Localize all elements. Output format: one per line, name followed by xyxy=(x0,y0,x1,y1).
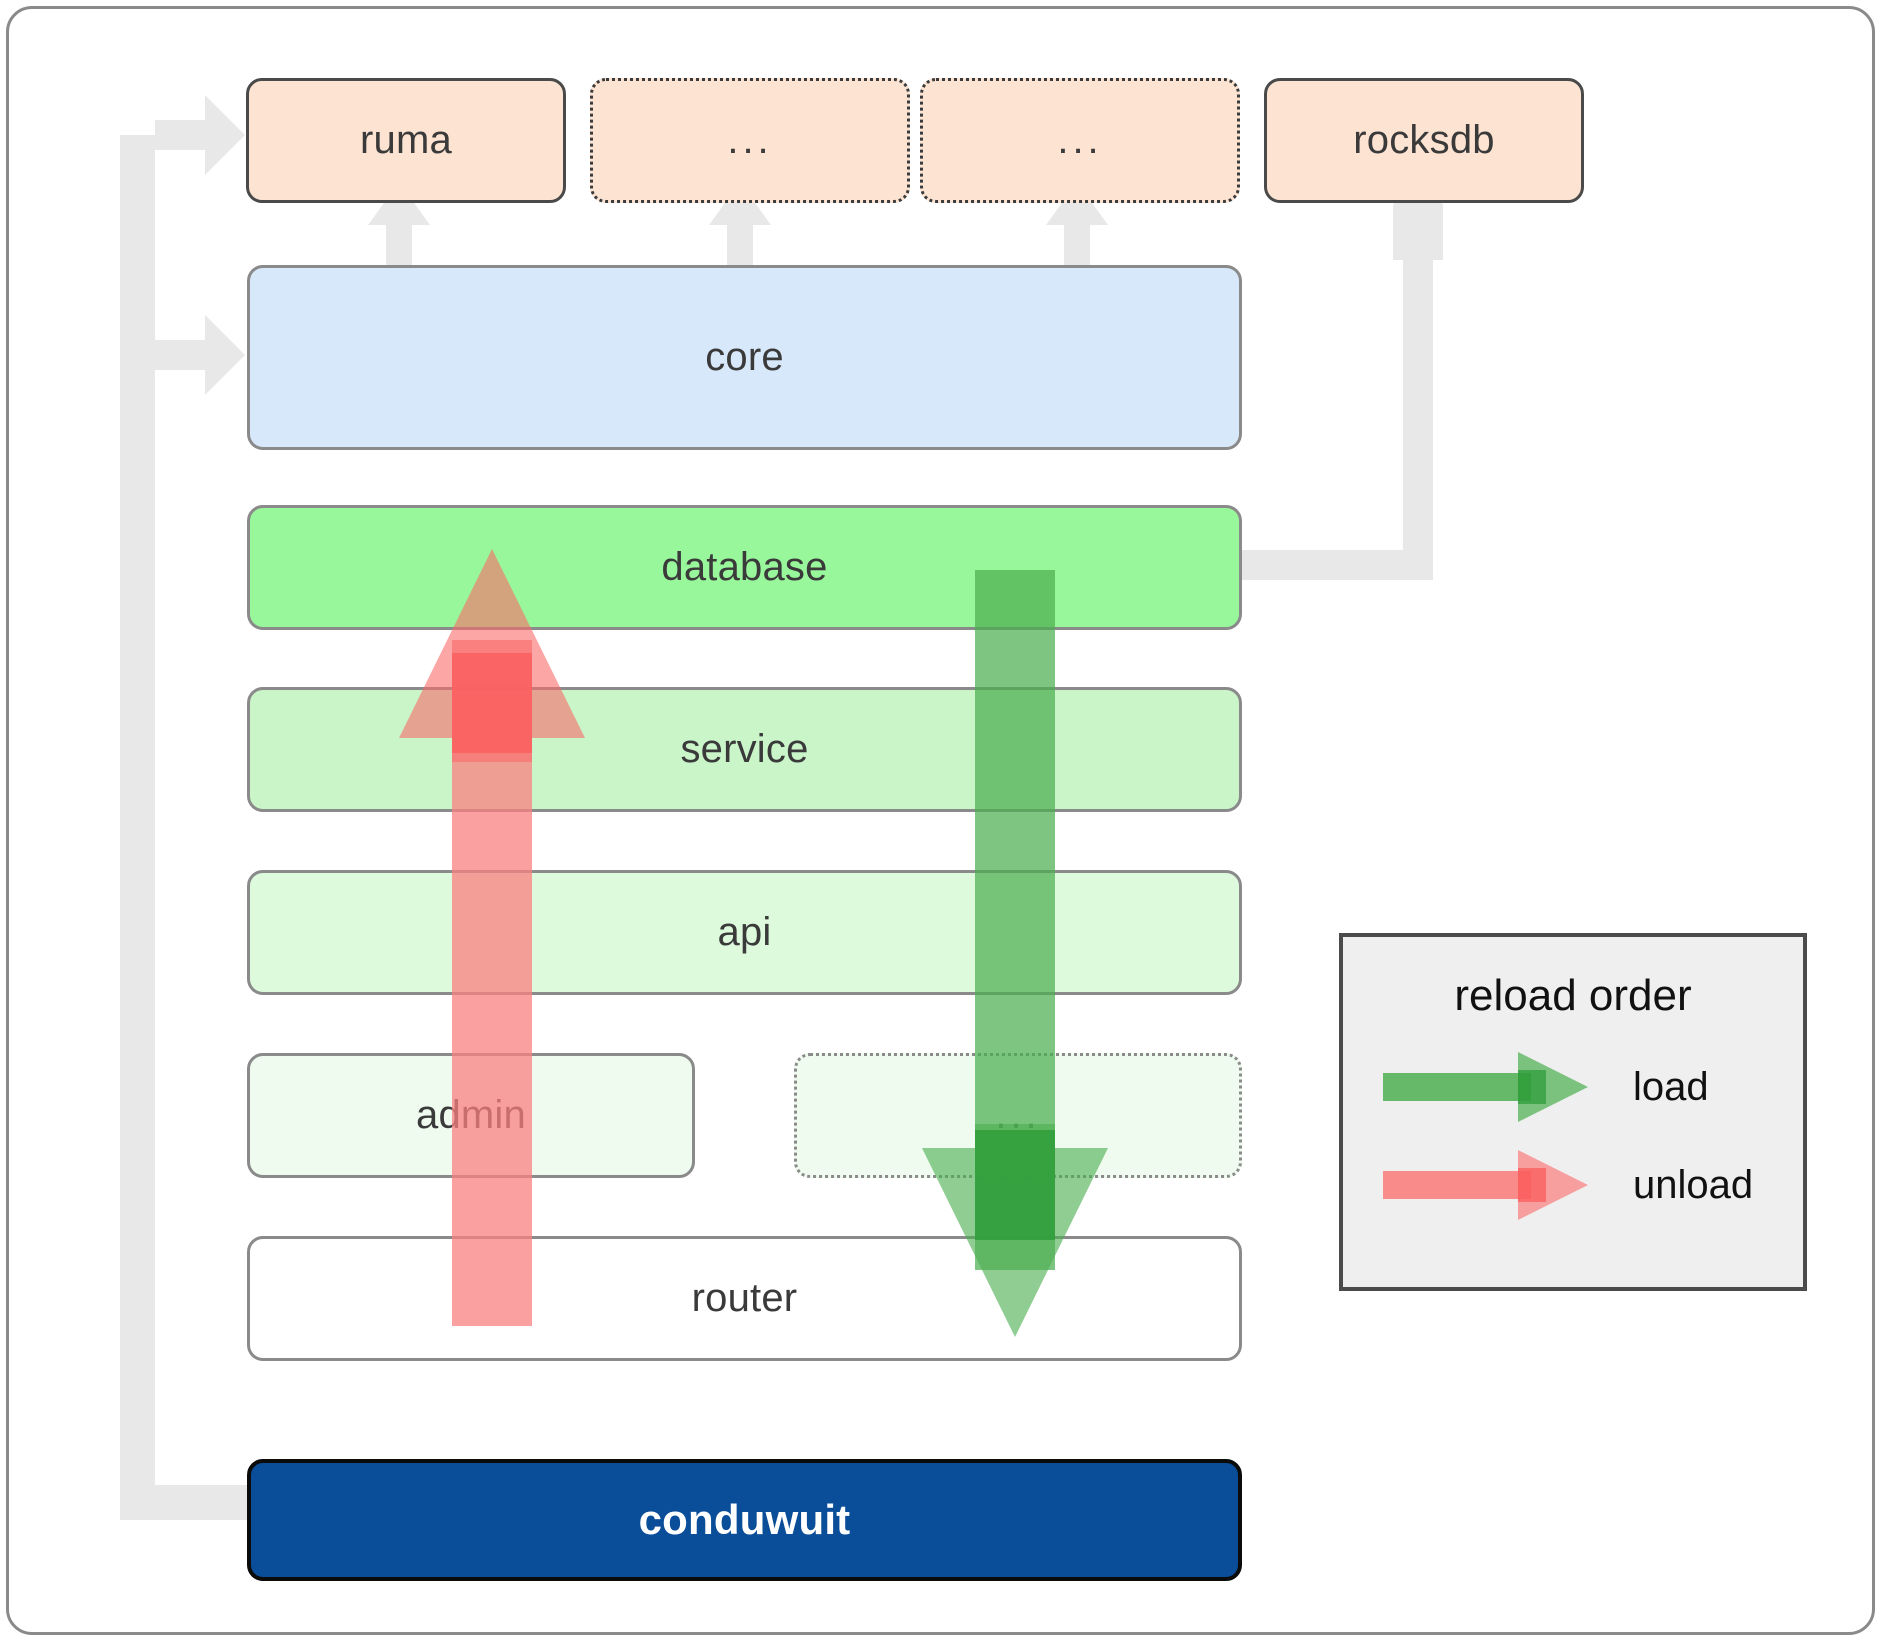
legend-label-load: load xyxy=(1633,1065,1709,1109)
node-ruma[interactable]: ruma xyxy=(246,78,566,203)
node-service-label: service xyxy=(680,727,809,771)
node-api[interactable]: api xyxy=(247,870,1242,995)
node-core[interactable]: core xyxy=(247,265,1242,450)
node-ellipsis-top-1-label: ... xyxy=(727,118,773,162)
node-router-label: router xyxy=(691,1276,798,1320)
node-database[interactable]: database xyxy=(247,505,1242,630)
node-ellipsis-top-2-label: ... xyxy=(1057,118,1103,162)
node-rocksdb[interactable]: rocksdb xyxy=(1264,78,1584,203)
node-ruma-label: ruma xyxy=(360,118,452,162)
node-ellipsis-admin-label: ... xyxy=(995,1093,1041,1137)
legend-title: reload order xyxy=(1454,971,1692,1020)
node-rocksdb-label: rocksdb xyxy=(1353,118,1495,162)
node-database-label: database xyxy=(661,545,828,589)
node-admin[interactable]: admin xyxy=(247,1053,695,1178)
legend-panel: reload order load unload xyxy=(1339,933,1807,1291)
legend-label-unload: unload xyxy=(1633,1163,1754,1207)
node-conduwuit-label: conduwuit xyxy=(638,1496,851,1543)
legend-arrow-icons xyxy=(1383,1052,1588,1220)
node-ellipsis-admin[interactable]: ... xyxy=(794,1053,1242,1178)
load-arrow-icon xyxy=(1383,1052,1588,1122)
diagram-frame xyxy=(6,6,1875,1635)
node-router[interactable]: router xyxy=(247,1236,1242,1361)
node-core-label: core xyxy=(705,335,784,379)
node-api-label: api xyxy=(717,910,772,954)
node-service[interactable]: service xyxy=(247,687,1242,812)
node-conduwuit[interactable]: conduwuit xyxy=(247,1459,1242,1581)
node-ellipsis-top-1[interactable]: ... xyxy=(590,78,910,203)
node-admin-label: admin xyxy=(416,1093,526,1137)
unload-arrow-icon xyxy=(1383,1150,1588,1220)
node-ellipsis-top-2[interactable]: ... xyxy=(920,78,1240,203)
